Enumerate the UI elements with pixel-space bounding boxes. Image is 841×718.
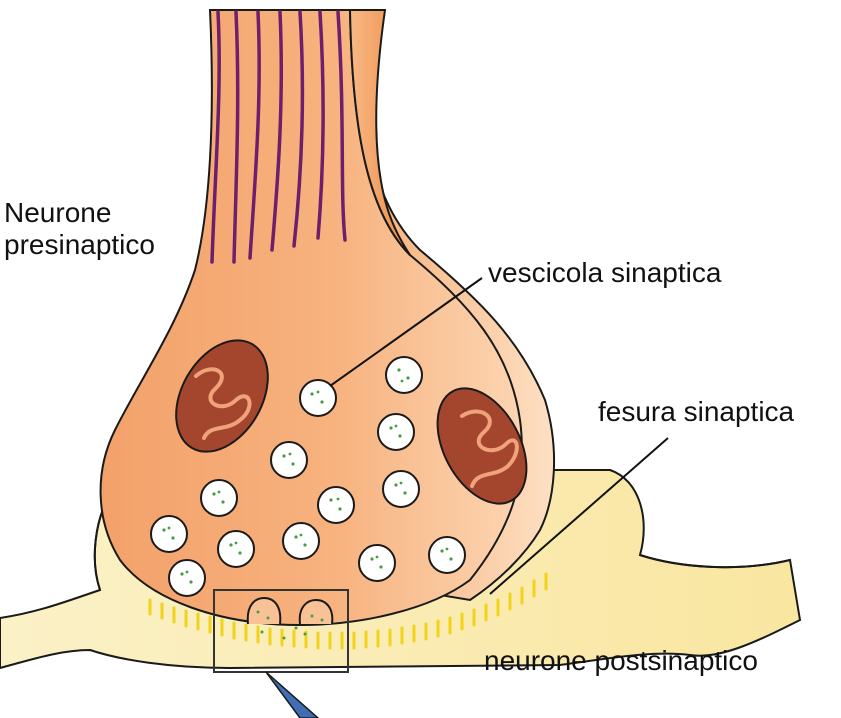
vesicle xyxy=(429,537,465,573)
presynaptic-neuron-label: Neurone presinaptico xyxy=(4,197,155,261)
vesicle xyxy=(271,442,307,478)
postsynaptic-neuron-label: neurone postsinaptico xyxy=(484,645,758,677)
presynaptic-label-line2: presinaptico xyxy=(4,229,155,261)
vesicle xyxy=(386,357,422,393)
synaptic-cleft-label: fesura sinaptica xyxy=(598,396,794,428)
vesicle xyxy=(151,516,187,552)
vesicle xyxy=(318,487,354,523)
presynaptic-label-line1: Neurone xyxy=(4,197,155,229)
vesicle xyxy=(383,471,419,507)
pipette xyxy=(266,672,318,718)
vesicle xyxy=(201,480,237,516)
vesicle xyxy=(169,560,205,596)
vesicle xyxy=(218,531,254,567)
vesicle xyxy=(378,414,414,450)
vesicle xyxy=(283,523,319,559)
synaptic-vesicle-label: vescicola sinaptica xyxy=(488,257,721,289)
vesicle xyxy=(359,545,395,581)
